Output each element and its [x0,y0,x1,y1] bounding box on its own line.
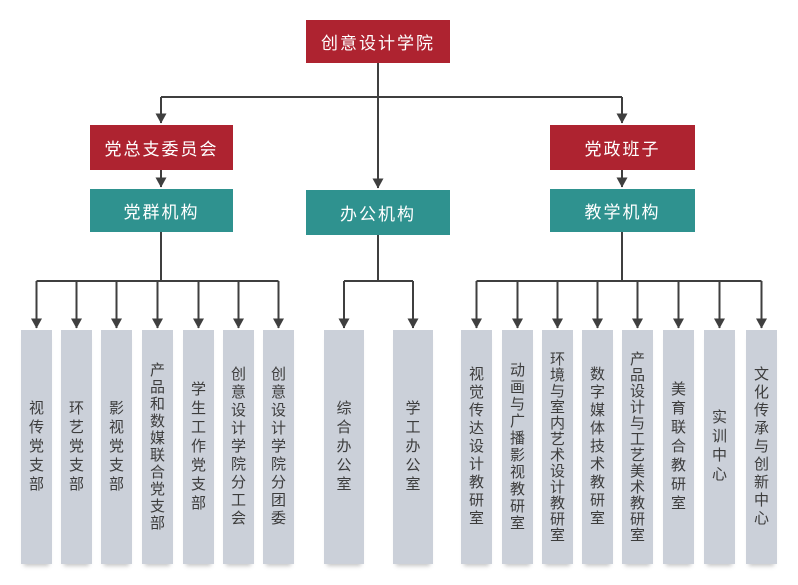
node-product-design-arts-crafts-teaching-office: 产品设计与工艺美术教研室 [622,330,653,564]
node-visual-comm-design-teaching-office: 视觉传达设计教研室 [461,330,492,564]
node-party-admin-team: 党政班子 [550,125,695,170]
node-animation-broadcast-film-teaching-office: 动画与广播影视教研室 [502,330,533,564]
node-student-affairs-office: 学工办公室 [393,330,433,564]
node-env-interior-art-design-teaching-office: 环境与室内艺术设计教研室 [542,330,573,564]
node-visual-comm-party-branch: 视传党支部 [21,330,52,564]
node-film-tv-party-branch: 影视党支部 [101,330,132,564]
node-party-mass-header: 党群机构 [90,189,233,232]
node-aesthetic-edu-joint-teaching-office: 美育联合教研室 [663,330,694,564]
node-party-committee: 党总支委员会 [90,125,233,170]
node-digital-media-tech-teaching-office: 数字媒体技术教研室 [582,330,613,564]
node-college-labor-union: 创意设计学院分工会 [223,330,254,564]
node-general-office: 综合办公室 [324,330,364,564]
node-college-youth-league: 创意设计学院分团委 [263,330,294,564]
node-root: 创意设计学院 [306,20,450,63]
node-training-center: 实训中心 [704,330,735,564]
node-cultural-heritage-innovation-center: 文化传承与创新中心 [746,330,777,564]
node-product-digital-media-joint-party-branch: 产品和数媒联合党支部 [142,330,173,564]
node-office-header: 办公机构 [306,190,450,235]
node-teaching-header: 教学机构 [550,189,695,232]
node-env-art-party-branch: 环艺党支部 [61,330,92,564]
node-student-work-party-branch: 学生工作党支部 [183,330,214,564]
